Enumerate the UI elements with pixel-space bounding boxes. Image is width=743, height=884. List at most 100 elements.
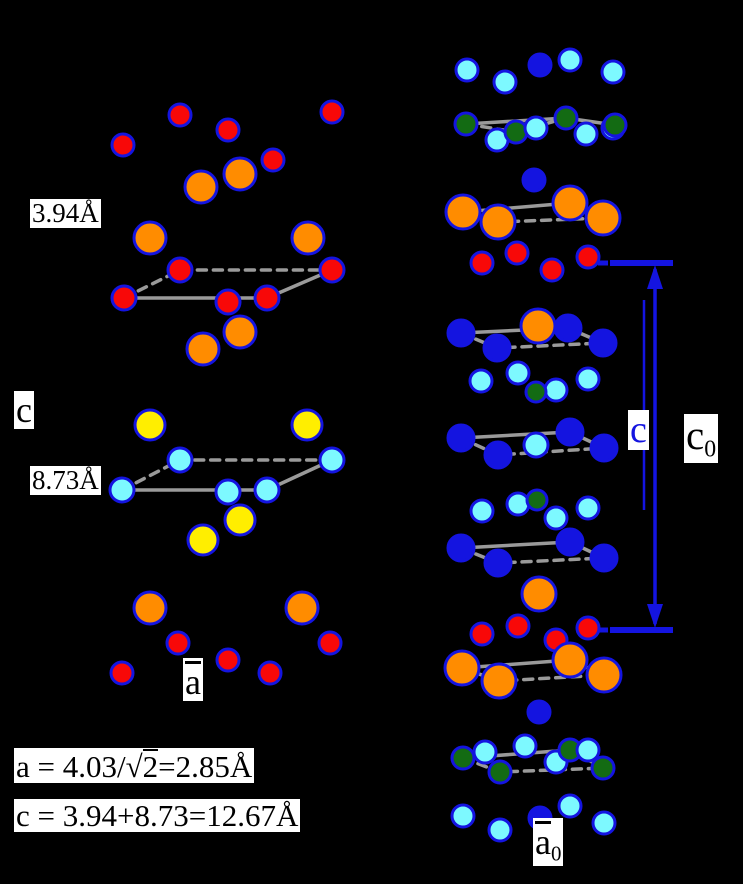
atom-blue-rhombus-1-2	[553, 313, 583, 343]
atom-blue-rhombus-3-2	[555, 527, 585, 557]
atom-green-cyan-layer-2-2	[512, 733, 538, 759]
atom-cyan-layer-3-3	[575, 495, 601, 521]
atom-cyan-layer-2-0	[468, 368, 494, 394]
atom-red-rhombus-2	[110, 284, 138, 312]
atom-red-rhombus-4	[214, 288, 242, 316]
atom-cyan-atom-1-0	[522, 431, 550, 459]
atom-green-cyan-layer-1-0	[453, 111, 479, 137]
axis-a0-overline: a	[535, 821, 551, 862]
atom-green-cyan-layer-2-6	[575, 737, 601, 763]
label-axis-c0: c0	[684, 412, 719, 464]
sqrt-symbol: √2	[125, 749, 159, 784]
atom-green-atom-1-0	[524, 380, 548, 404]
atom-green-atom-2-0	[525, 488, 549, 512]
atom-blue-rhombus-2-0	[446, 423, 476, 453]
atom-blue-atom-1-0	[527, 52, 553, 78]
atom-orange-layer-3-1	[290, 220, 326, 256]
atom-cyan-layer-2-3	[575, 366, 601, 392]
label-axis-c-right: c	[628, 409, 649, 451]
atom-orange-layer-5-1	[222, 314, 258, 350]
atom-red-layer-bot-0	[165, 630, 191, 656]
atom-cyan-rhombus-2	[108, 476, 136, 504]
atom-blue-rhombus-3-1	[483, 548, 513, 578]
atom-red-layer-1-3	[575, 244, 601, 270]
atom-orange-layer-8-1	[284, 590, 320, 626]
atom-green-cyan-layer-2-3	[487, 759, 513, 785]
atom-red-layer-top-1	[167, 102, 193, 128]
atom-orange-layer-2-0	[183, 169, 219, 205]
atom-orange-layer-5-0	[185, 331, 221, 367]
equation-c-lattice: c = 3.94+8.73=12.67Å	[14, 798, 301, 833]
atom-orange-atom-2-0	[520, 575, 558, 613]
atom-orange-rhombus-1-3	[584, 199, 622, 237]
atom-red-rhombus-0	[166, 256, 194, 284]
atom-blue-rhombus-1-3	[588, 328, 618, 358]
atom-cyan-layer-1-2	[557, 47, 583, 73]
atom-cyan-layer-1-3	[600, 59, 626, 85]
equation-a-lattice: a = 4.03/√2=2.85Å	[14, 748, 255, 784]
atom-red-layer-top-2	[215, 117, 241, 143]
atom-orange-layer-8-0	[132, 590, 168, 626]
atom-red-layer-1-1	[504, 240, 530, 266]
atom-orange-atom-1-0	[519, 307, 557, 345]
atom-orange-rhombus-1-2	[551, 184, 589, 222]
c-axis-arrow-group	[598, 260, 673, 633]
atom-yellow-layer-top-1	[290, 408, 324, 442]
atom-red-layer-2-0	[469, 621, 495, 647]
atom-red-layer-2-1	[505, 613, 531, 639]
atom-cyan-rhombus-0	[166, 446, 194, 474]
atom-orange-layer-2-1	[222, 156, 258, 192]
axis-c0-base: c	[686, 412, 705, 458]
atom-red-layer-1-0	[469, 250, 495, 276]
atom-blue-atom-2-0	[521, 167, 547, 193]
atom-orange-rhombus-1-1	[479, 203, 517, 241]
atom-blue-rhombus-1-0	[446, 318, 476, 348]
atom-green-cyan-layer-1-7	[602, 112, 628, 138]
atom-yellow-layer-bot-0	[186, 523, 220, 557]
atom-orange-rhombus-2-0	[443, 649, 481, 687]
label-axis-a0: a0	[533, 818, 564, 866]
atom-cyan-layer-1-1	[492, 69, 518, 95]
label-spacing-394: 3.94Å	[30, 198, 101, 228]
atom-red-layer-bot-4	[317, 630, 343, 656]
arrow-head-down	[647, 604, 663, 628]
label-spacing-873: 8.73Å	[30, 465, 101, 495]
atom-orange-rhombus-2-3	[585, 656, 623, 694]
atom-red-layer-top-0	[110, 132, 136, 158]
atom-cyan-layer-3-0	[469, 498, 495, 524]
atom-cyan-layer-2-1	[505, 360, 531, 386]
atom-cyan-layer-3-1	[505, 491, 531, 517]
atom-network	[108, 47, 628, 843]
atom-red-layer-bot-1	[257, 660, 283, 686]
atom-green-cyan-layer-1-2	[503, 119, 529, 145]
atom-blue-rhombus-3-3	[589, 543, 619, 573]
atom-orange-rhombus-2-2	[551, 641, 589, 679]
atom-cyan-layer-1-0	[454, 57, 480, 83]
atom-green-cyan-layer-1-4	[553, 105, 579, 131]
atom-blue-rhombus-2-1	[483, 440, 513, 470]
atom-blue-rhombus-1-1	[482, 333, 512, 363]
atom-cyan-rhombus-1	[318, 446, 346, 474]
atom-blue-rhombus-2-3	[589, 433, 619, 463]
atom-red-layer-1-2	[539, 257, 565, 283]
atom-cyan-layer-4-1	[487, 817, 513, 843]
atom-orange-layer-3-0	[132, 220, 168, 256]
atom-red-rhombus-1	[318, 256, 346, 284]
atom-blue-rhombus-2-2	[555, 417, 585, 447]
atom-green-cyan-layer-2-0	[450, 745, 476, 771]
equation-a-lhs: a = 4.03/	[16, 749, 126, 784]
atom-blue-rhombus-3-0	[446, 533, 476, 563]
atom-cyan-layer-3-2	[543, 505, 569, 531]
atom-yellow-layer-top-0	[133, 408, 167, 442]
atom-red-rhombus-3	[253, 284, 281, 312]
atom-green-cyan-layer-1-5	[573, 121, 599, 147]
atom-blue-atom-3-0	[526, 699, 552, 725]
atom-cyan-layer-4-3	[591, 810, 617, 836]
atom-cyan-rhombus-3	[253, 476, 281, 504]
atom-red-layer-bot-3	[215, 647, 241, 673]
atom-cyan-layer-2-2	[543, 377, 569, 403]
atom-red-layer-top-4	[319, 99, 345, 125]
atom-orange-rhombus-1-0	[444, 193, 482, 231]
